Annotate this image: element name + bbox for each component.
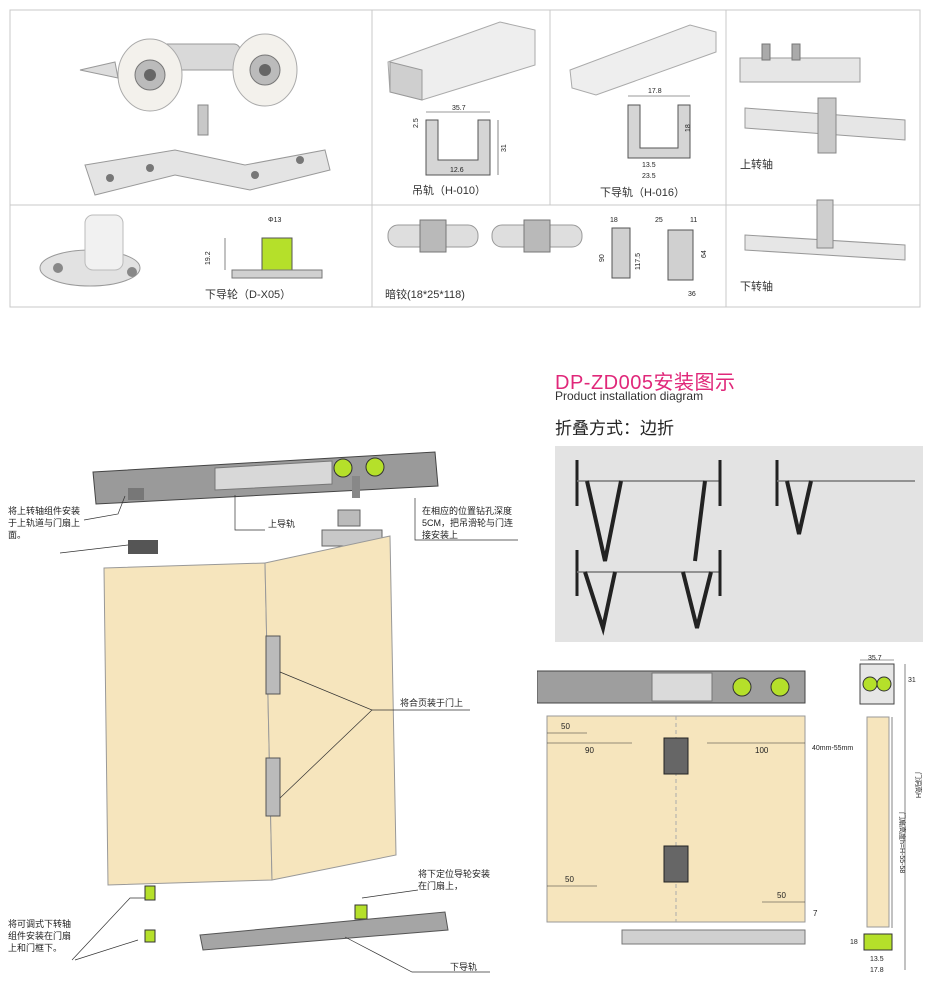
note-upper-rail: 上导轨 — [268, 519, 296, 529]
side-dim-b1: 18 — [850, 939, 858, 946]
side-dim-w: 35.7 — [868, 655, 882, 662]
lower-rail-label: 下导轨（H-016） — [600, 185, 685, 199]
front-dim-50c: 50 — [777, 891, 786, 900]
hanging-rail-diagram: 35.7 2.5 31 12.6 吊轨（H-010） — [387, 21, 536, 197]
svg-text:18: 18 — [610, 217, 618, 224]
fold-diagram — [555, 446, 923, 642]
front-dim-7: 7 — [813, 909, 818, 918]
svg-text:Φ13: Φ13 — [268, 217, 281, 224]
note-lower-rail: 下导轨 — [450, 962, 478, 972]
front-dim-90: 90 — [585, 746, 594, 755]
side-dim-gap: 40mm-55mm — [812, 745, 853, 752]
svg-text:2.5: 2.5 — [413, 118, 420, 128]
bottom-pivot-label: 下转轴 — [740, 279, 773, 293]
lower-rail-diagram: 17.8 18 13.5 23.5 下导轨（H-016） — [569, 24, 717, 199]
hanging-rail-label: 吊轨（H-010） — [412, 183, 486, 197]
svg-text:31: 31 — [501, 144, 508, 152]
exploded-diagram — [59, 451, 518, 973]
side-dim-leaf-h: 门扇高度h=H-55-58 — [898, 812, 907, 873]
svg-text:11: 11 — [690, 217, 697, 224]
note-drill: 在相应的位置钻孔深度5CM，把吊滑轮与门连接安装上 — [422, 506, 514, 540]
svg-text:64: 64 — [701, 250, 708, 258]
fold-heading: 折叠方式：边折 — [555, 419, 674, 438]
svg-text:35.7: 35.7 — [452, 105, 466, 112]
svg-text:13.5: 13.5 — [642, 162, 656, 169]
svg-text:90: 90 — [599, 254, 606, 262]
svg-text:25: 25 — [655, 217, 663, 224]
svg-text:117.5: 117.5 — [635, 253, 642, 270]
bottom-pivot-photo: 下转轴 — [740, 199, 906, 293]
svg-text:19.2: 19.2 — [205, 251, 212, 265]
guide-wheel-photo: Φ13 19.2 下导轮（D-X05） — [39, 214, 323, 301]
svg-text:36: 36 — [688, 291, 696, 298]
side-dim-b3: 17.8 — [870, 967, 884, 974]
hinge-photo: 18 25 11 117.5 90 64 36 暗铰(18*25*118) — [385, 217, 708, 301]
note-hinge: 将合页装于门上 — [400, 698, 464, 708]
front-elevation: 50 90 100 50 50 7 — [537, 670, 818, 945]
side-dim-door-h: 门洞高H — [914, 772, 923, 798]
front-dim-50a: 50 — [561, 722, 570, 731]
install-subtitle: Product installation diagram — [555, 389, 704, 403]
hinge-label: 暗铰(18*25*118) — [385, 287, 465, 301]
svg-text:18: 18 — [685, 124, 692, 132]
front-dim-50b: 50 — [565, 875, 574, 884]
side-section: 35.7 31 40mm-55mm 门洞高H 门扇高度h=H-55-58 18 … — [812, 655, 923, 974]
guide-wheel-label: 下导轮（D-X05） — [205, 287, 291, 301]
side-dim-h: 31 — [908, 677, 916, 684]
note-bottom-pivot: 将可调式下转轴组件安装在门扇上和门框下。 — [8, 919, 72, 953]
svg-text:23.5: 23.5 — [642, 173, 656, 180]
hanger-wheel-photo — [79, 33, 331, 196]
svg-text:17.8: 17.8 — [648, 88, 662, 95]
note-top-pivot: 将上转轴组件安装于上轨道与门扇上面。 — [8, 506, 81, 540]
top-pivot-photo: 上转轴 — [739, 43, 906, 171]
side-dim-b2: 13.5 — [870, 956, 884, 963]
install-title: DP-ZD005安装图示 — [555, 372, 736, 394]
top-pivot-label: 上转轴 — [740, 157, 773, 171]
note-guide-wheel: 将下定位导轮安装在门扇上， — [418, 869, 491, 891]
catalog-grid: 35.7 2.5 31 12.6 吊轨（H-010） 17.8 18 13.5 … — [9, 9, 921, 308]
svg-text:12.6: 12.6 — [450, 167, 464, 174]
front-dim-100: 100 — [755, 746, 769, 755]
